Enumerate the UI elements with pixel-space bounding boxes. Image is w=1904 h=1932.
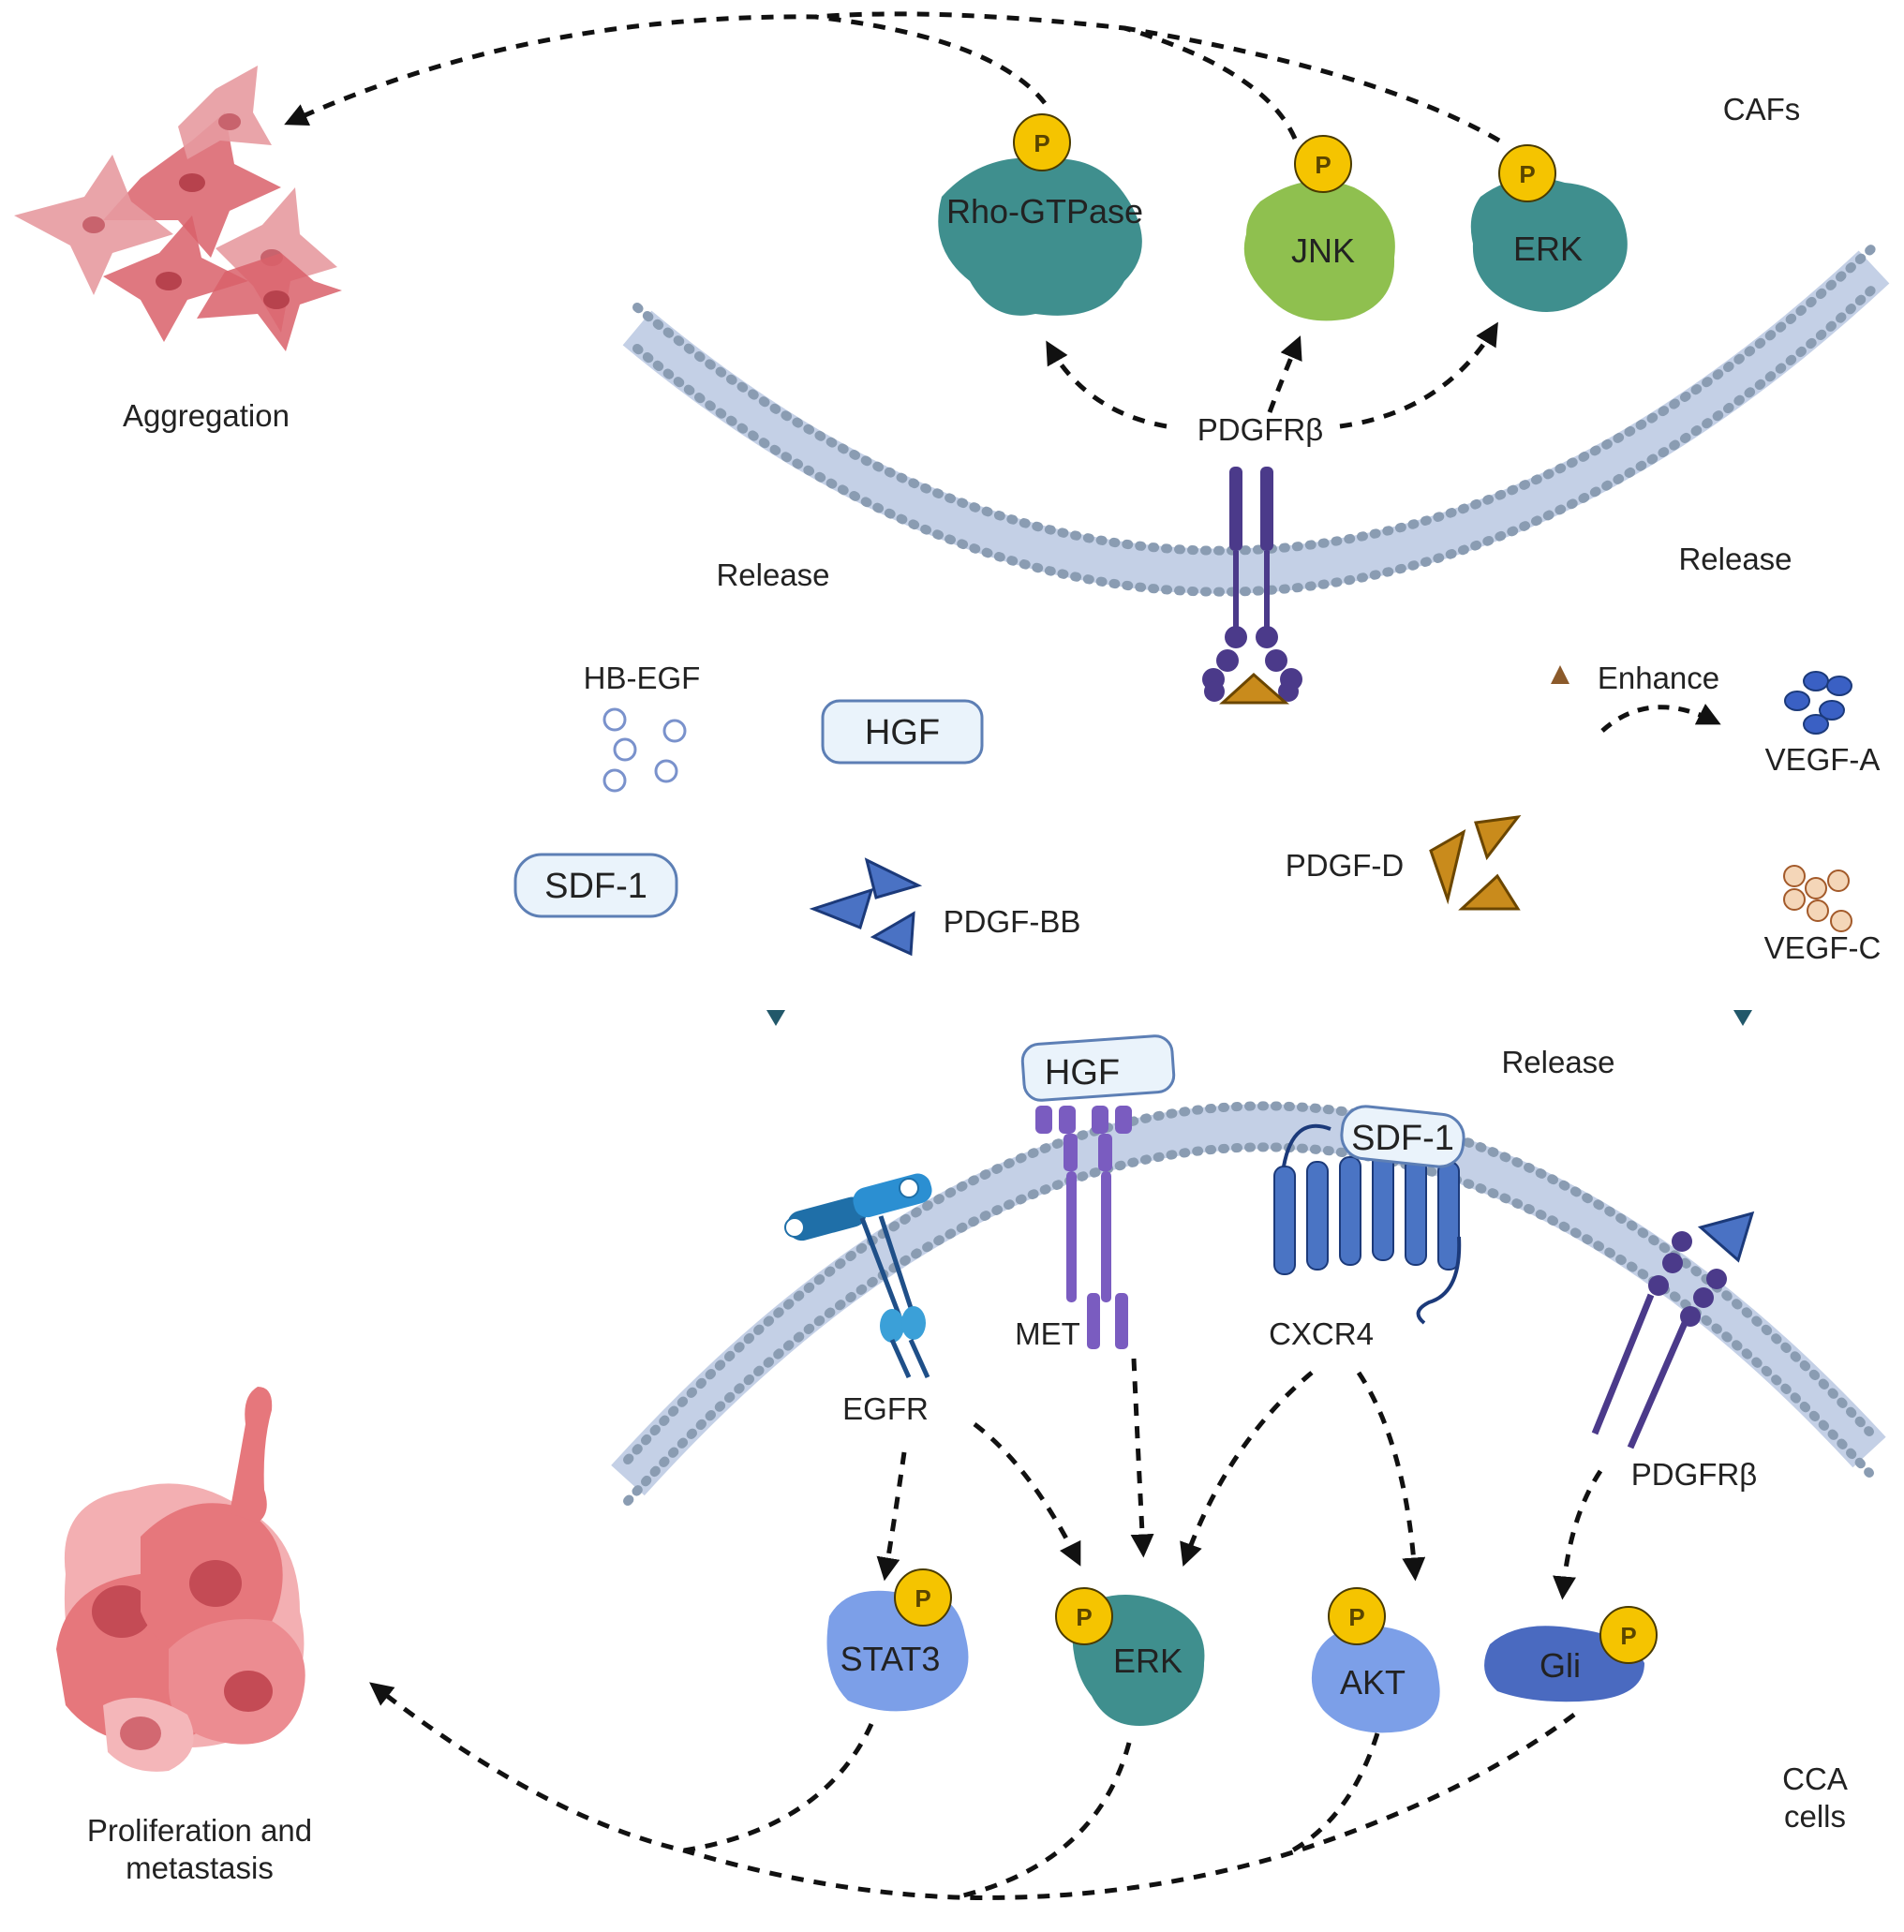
proliferation-label-line2: metastasis (126, 1850, 274, 1885)
jnk-protein: JNK (1243, 180, 1395, 321)
cxcr4-sdf1-ligand: SDF-1 (1340, 1105, 1465, 1168)
caf-cell (178, 66, 272, 159)
gli-phospho: P (1599, 1606, 1658, 1664)
cca-label-line2: cells (1784, 1799, 1846, 1834)
erk-protein-top: ERK (1470, 178, 1628, 312)
met-hgf-ligand: HGF (1020, 1034, 1176, 1102)
aggregation-label: Aggregation (123, 398, 290, 433)
pdgf-d-ligand (1429, 815, 1522, 911)
hgf-ligand-box: HGF (821, 699, 984, 765)
phospho-label: P (1519, 160, 1535, 188)
pdgfrb-top-receptor (1202, 467, 1302, 705)
vegf-c-label: VEGF-C (1764, 930, 1882, 965)
enhance-label: Enhance (1598, 661, 1719, 695)
caf-cell (103, 112, 281, 258)
pdgf-d-label: PDGF-D (1286, 848, 1405, 883)
caf-cell (197, 253, 342, 351)
egfr-receptor (784, 1173, 932, 1379)
cafs-label: CAFs (1723, 92, 1801, 126)
jnk-phospho: P (1294, 135, 1352, 193)
met-hgf-label: HGF (1045, 1053, 1120, 1092)
pdgf-bb-ligand (809, 857, 923, 957)
sdf1-ligand-box: SDF-1 (513, 853, 678, 918)
akt-label: AKT (1340, 1663, 1406, 1702)
pdgf-bb-label: PDGF-BB (944, 904, 1081, 939)
pdgfrb-bottom-label: PDGFRβ (1631, 1457, 1757, 1492)
rho-phospho: P (1013, 113, 1071, 171)
erk-top-phospho: P (1498, 144, 1556, 202)
cxcr4-label: CXCR4 (1269, 1316, 1374, 1351)
vegf-a-ligand (1784, 671, 1852, 735)
akt-protein: AKT (1311, 1626, 1440, 1733)
release-bottom-label: Release (1501, 1045, 1614, 1079)
phospho-label: P (1620, 1622, 1636, 1650)
hb-egf-ligand (602, 707, 687, 793)
hgf-label: HGF (865, 713, 940, 752)
caf-aggregation-cells (14, 66, 342, 351)
stat3-phospho: P (894, 1568, 952, 1627)
phospho-label: P (1348, 1603, 1364, 1631)
pdgfrb-top-label: PDGFRβ (1197, 412, 1323, 447)
rho-gtpase-protein: Rho-GTPase (938, 157, 1143, 316)
cca-label-line1: CCA (1782, 1761, 1848, 1796)
caf-cell (103, 215, 248, 342)
top-signaling-arrows (284, 11, 1501, 429)
phospho-label: P (1076, 1603, 1092, 1631)
egfr-label: EGFR (842, 1391, 929, 1426)
cca-cell-cluster (56, 1387, 305, 1772)
cxcr4-sdf1-label: SDF-1 (1351, 1119, 1454, 1158)
proliferation-label-line1: Proliferation and (87, 1813, 312, 1848)
erk-bottom-label: ERK (1113, 1642, 1183, 1680)
cca-membrane (611, 1101, 1886, 1506)
cxcr4-receptor (1273, 1123, 1462, 1325)
erk-top-label: ERK (1513, 230, 1583, 268)
met-label: MET (1015, 1316, 1080, 1351)
vegf-a-label: VEGF-A (1765, 742, 1881, 777)
rho-gtpase-label: Rho-GTPase (946, 192, 1143, 230)
jnk-label: JNK (1291, 231, 1355, 270)
enhance-arrow (1600, 703, 1721, 733)
caf-cell (14, 155, 173, 295)
vegf-c-ligand (1783, 865, 1852, 932)
gli-label: Gli (1540, 1646, 1581, 1685)
release-left-label: Release (716, 557, 829, 592)
bottom-signaling-arrows (369, 1358, 1603, 1900)
met-receptor (1035, 1106, 1132, 1349)
phospho-label: P (1315, 151, 1331, 179)
erk-bottom-phospho: P (1055, 1587, 1113, 1645)
stat3-label: STAT3 (840, 1640, 941, 1678)
phospho-label: P (915, 1584, 930, 1612)
phospho-label: P (1034, 129, 1049, 157)
hb-egf-label: HB-EGF (584, 661, 701, 695)
akt-phospho: P (1328, 1587, 1386, 1645)
caf-membrane (622, 242, 1890, 597)
release-right-label: Release (1678, 542, 1792, 576)
sdf1-label: SDF-1 (544, 867, 647, 906)
pdgfrb-bottom-receptor (1591, 1211, 1755, 1449)
